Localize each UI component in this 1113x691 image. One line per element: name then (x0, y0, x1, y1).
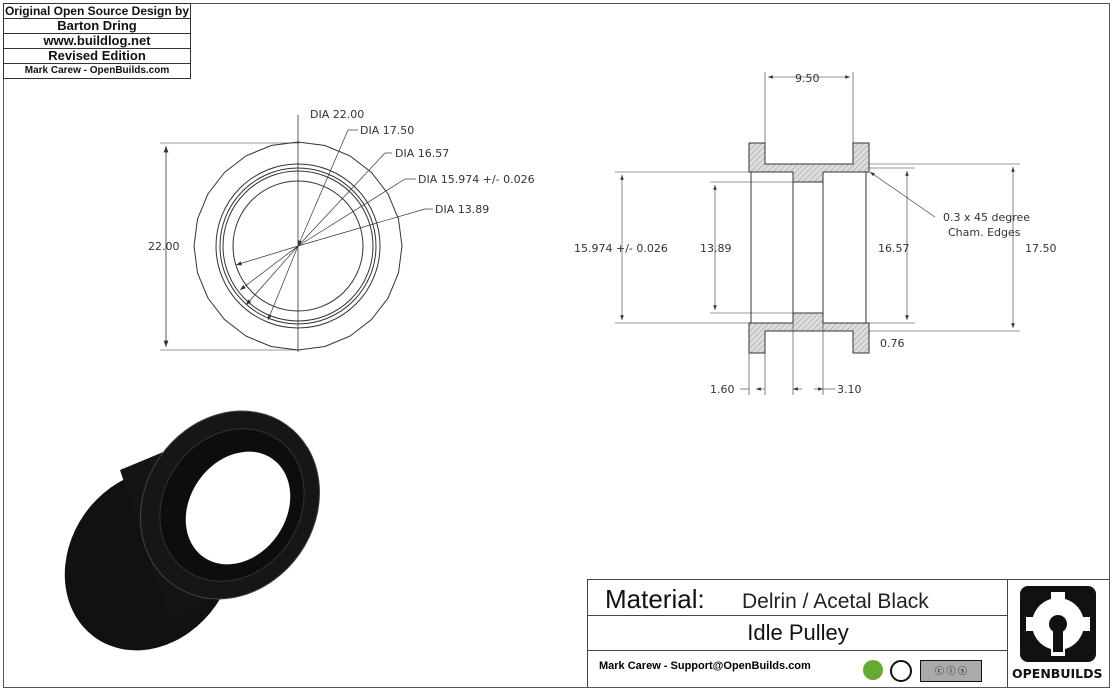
dim-inner: 13.89 (700, 242, 732, 255)
dim-1-60: 1.60 (710, 383, 735, 396)
dim-dia-15-974: DIA 15.974 +/- 0.026 (418, 173, 535, 186)
material-value: Delrin / Acetal Black (742, 590, 929, 613)
chamfer-note: Cham. Edges (948, 226, 1021, 239)
chamfer-note: 0.3 x 45 degree (943, 211, 1030, 224)
dim-0-76: 0.76 (880, 337, 905, 350)
part-name: Idle Pulley (747, 620, 849, 645)
dim-3-10: 3.10 (837, 383, 862, 396)
pulley-3d-render (64, 410, 320, 651)
open-hardware-icon (890, 660, 912, 682)
title-block: Material: Delrin / Acetal Black Idle Pul… (587, 579, 1008, 687)
dim-16-57: 16.57 (878, 242, 910, 255)
dim-dia-17-50: DIA 17.50 (360, 124, 414, 137)
openbuilds-logo: OPENBUILDS (1007, 579, 1109, 687)
front-view (160, 115, 433, 352)
dim-17-50: 17.50 (1025, 242, 1057, 255)
credit-line: Original Open Source Design by (4, 4, 190, 19)
cc-by-sa-icon: ⓒ ⓘ ⓢ (920, 660, 982, 682)
credit-block: Original Open Source Design by Barton Dr… (3, 3, 191, 79)
dim-width: 9.50 (795, 72, 820, 85)
credit-line: Mark Carew - OpenBuilds.com (24, 65, 170, 76)
outer-circle (193, 141, 403, 351)
section-view (615, 72, 1020, 395)
logo-text: OPENBUILDS (1012, 666, 1103, 681)
author: Mark Carew - Support@OpenBuilds.com (599, 660, 811, 672)
dim-bore: 15.974 +/- 0.026 (574, 242, 668, 255)
material-label: Material: (605, 584, 705, 614)
dim-height: 22.00 (148, 240, 180, 253)
dim-dia-13-89: DIA 13.89 (435, 203, 489, 216)
openbuilds-badge-icon (863, 660, 883, 680)
dim-dia-22: DIA 22.00 (310, 108, 364, 121)
credit-line: Revised Edition (4, 49, 190, 64)
sheet-border (3, 3, 1110, 688)
dim-dia-16-57: DIA 16.57 (395, 147, 449, 160)
credit-line: Barton Dring (4, 19, 190, 34)
credit-line: www.buildlog.net (4, 34, 190, 49)
